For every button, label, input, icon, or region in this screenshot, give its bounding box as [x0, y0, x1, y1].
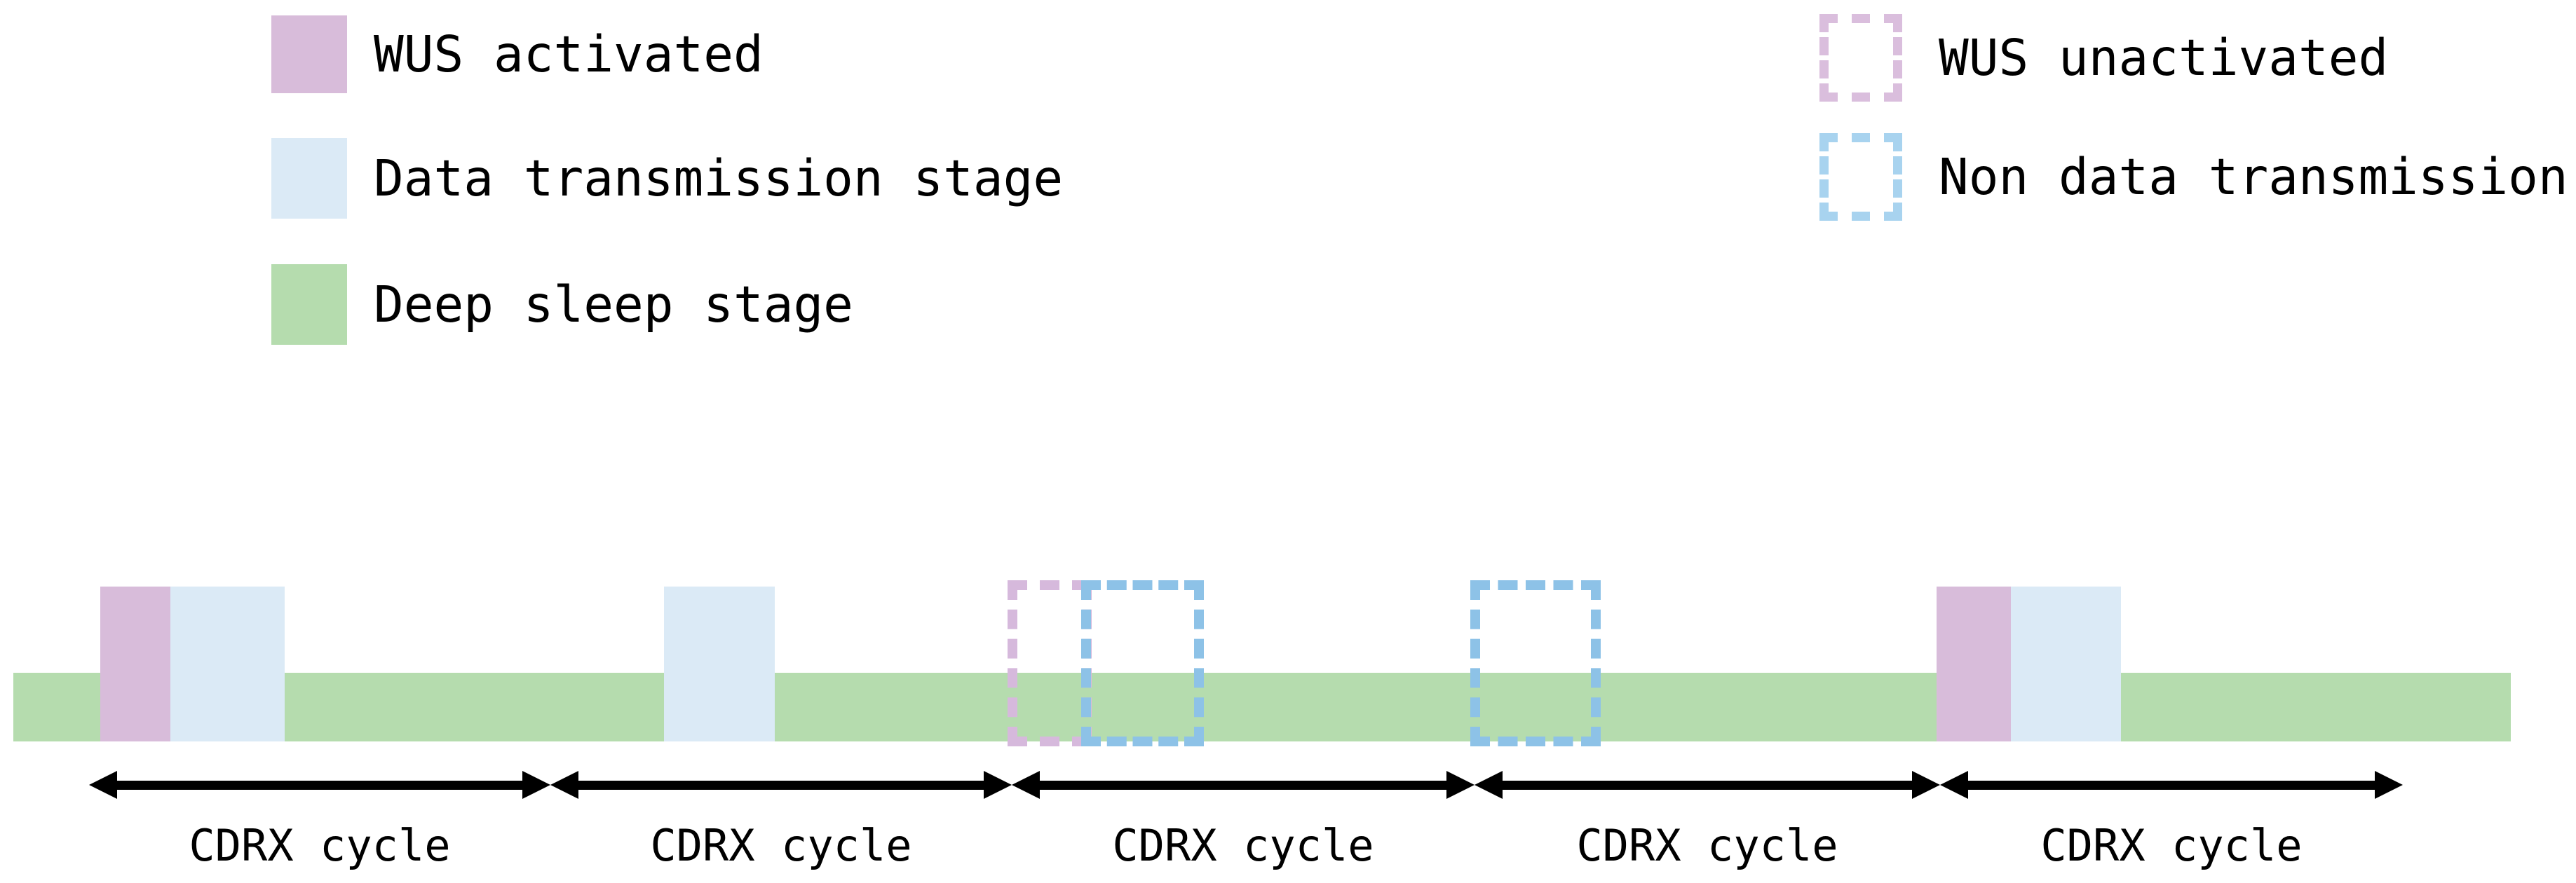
- cycle-3-label: CDRX cycle: [1112, 820, 1374, 871]
- legend-item-wus-activated: WUS activated: [271, 15, 764, 93]
- cycle-1-label: CDRX cycle: [189, 820, 451, 871]
- legend-item-data-transmission: Data transmission stage: [271, 138, 1063, 219]
- arrow-line: [562, 781, 1001, 790]
- arrowhead-left-icon: [89, 771, 117, 799]
- cycle-5-span-arrow: [1940, 771, 2403, 799]
- data-transmission-swatch: [271, 138, 347, 219]
- arrowhead-left-icon: [550, 771, 578, 799]
- legend-item-non-data-transmission: Non data transmission: [1819, 133, 2568, 221]
- wus-activated-bar-cycle-5: [1937, 587, 2011, 741]
- arrow-line: [100, 781, 539, 790]
- arrowhead-right-icon: [1912, 771, 1940, 799]
- arrowhead-left-icon: [1012, 771, 1040, 799]
- arrowhead-left-icon: [1475, 771, 1503, 799]
- arrow-line: [1951, 781, 2392, 790]
- cycle-4-label: CDRX cycle: [1576, 820, 1838, 871]
- cycle-5-label: CDRX cycle: [2040, 820, 2303, 871]
- arrow-line: [1023, 781, 1463, 790]
- legend-item-wus-unactivated: WUS unactivated: [1819, 14, 2388, 102]
- wus-activated-swatch: [271, 15, 347, 93]
- cycle-2-label: CDRX cycle: [650, 820, 912, 871]
- legend-label-non-data-transmission: Non data transmission: [1939, 148, 2568, 206]
- non-data-transmission-box-cycle-4: [1470, 580, 1601, 746]
- cycle-3-span-arrow: [1012, 771, 1475, 799]
- arrowhead-right-icon: [522, 771, 550, 799]
- wus-unactivated-box-cycle-3: [1008, 580, 1092, 746]
- legend-label-data-transmission: Data transmission stage: [374, 149, 1064, 207]
- cycle-4-span-arrow: [1475, 771, 1940, 799]
- data-transmission-bar-cycle-2: [664, 587, 775, 741]
- data-transmission-bar-cycle-5: [2011, 587, 2121, 741]
- arrow-line: [1486, 781, 1929, 790]
- arrowhead-left-icon: [1940, 771, 1968, 799]
- legend-item-deep-sleep: Deep sleep stage: [271, 264, 853, 345]
- deep-sleep-band: [13, 673, 2511, 741]
- cycle-1-span-arrow: [89, 771, 550, 799]
- wus-activated-bar-cycle-1: [100, 587, 170, 741]
- data-transmission-bar-cycle-1: [170, 587, 285, 741]
- arrowhead-right-icon: [2375, 771, 2403, 799]
- wus-unactivated-swatch: [1819, 14, 1902, 102]
- legend-label-wus-activated: WUS activated: [374, 25, 764, 83]
- deep-sleep-swatch: [271, 264, 347, 345]
- arrowhead-right-icon: [1446, 771, 1475, 799]
- legend-label-deep-sleep: Deep sleep stage: [374, 275, 853, 334]
- arrowhead-right-icon: [984, 771, 1012, 799]
- legend-label-wus-unactivated: WUS unactivated: [1939, 29, 2389, 87]
- cycle-2-span-arrow: [550, 771, 1012, 799]
- non-data-transmission-box-cycle-3: [1081, 580, 1204, 746]
- non-data-transmission-swatch: [1819, 133, 1902, 221]
